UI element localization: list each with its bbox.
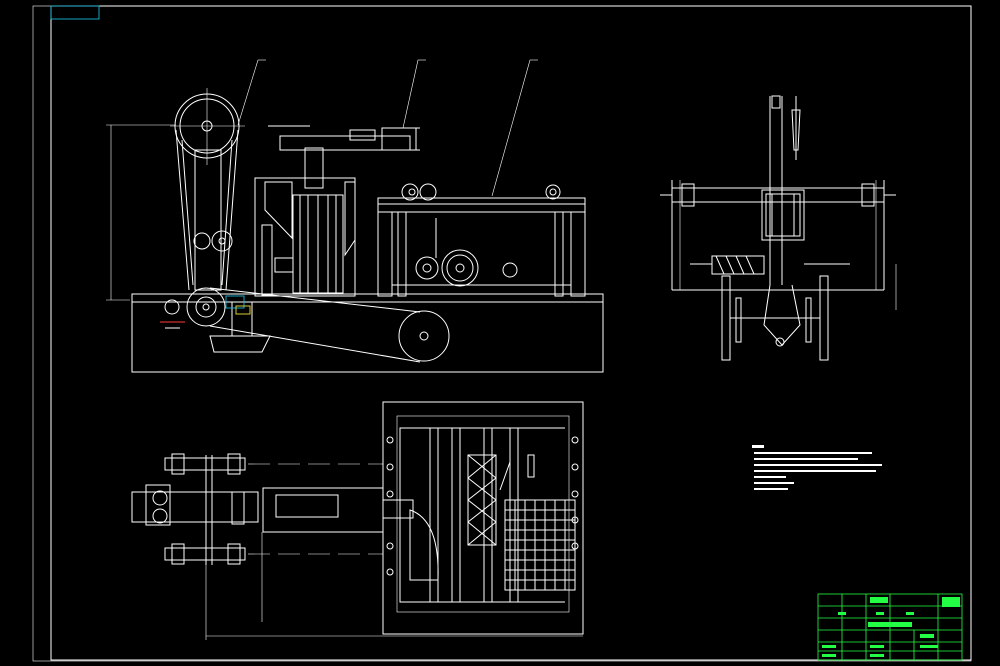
plan-grid xyxy=(504,499,576,591)
side-view xyxy=(660,95,897,361)
sheet-inner-border xyxy=(50,5,972,661)
title-block xyxy=(817,593,963,661)
plan-view xyxy=(131,401,584,640)
technical-notes xyxy=(752,445,882,490)
sheet-outer-border xyxy=(32,5,972,662)
top-left-code-box xyxy=(50,5,100,20)
front-view xyxy=(106,59,604,373)
